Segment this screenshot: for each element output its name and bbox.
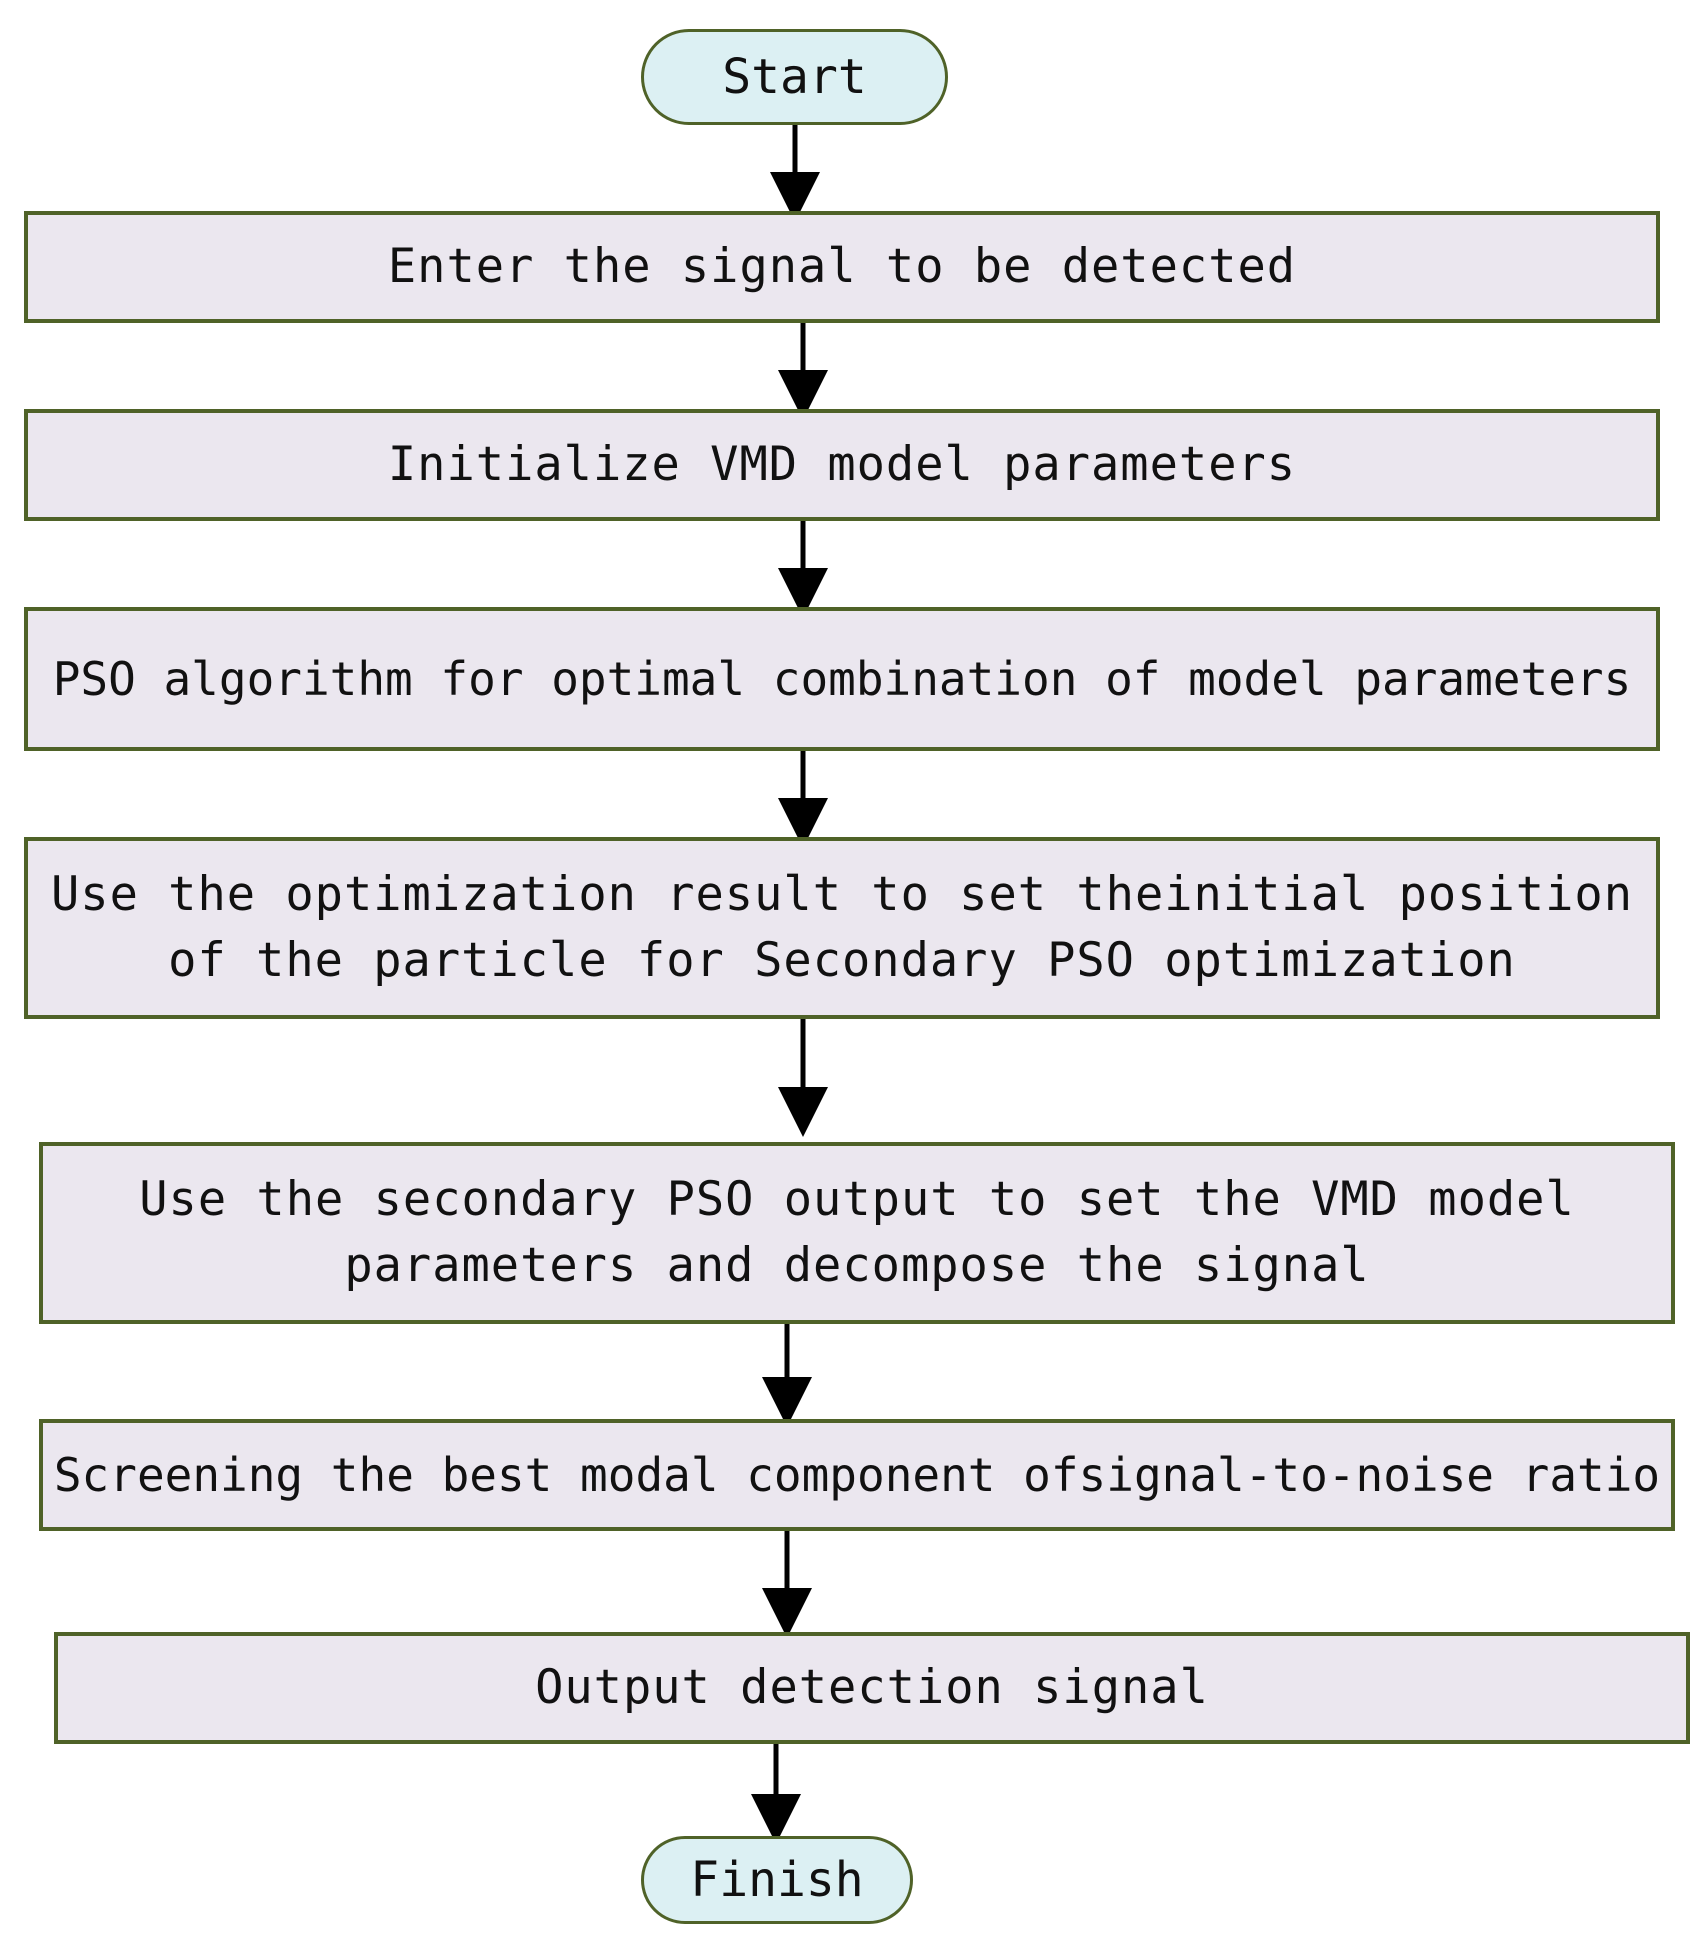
step-enter-signal-label: Enter the signal to be detected xyxy=(387,239,1297,294)
finish-label: Finish xyxy=(690,1852,864,1908)
step-set-initial-position-label: Use the optimization result to set thein… xyxy=(50,867,1633,988)
step-output-signal: Output detection signal xyxy=(54,1632,1690,1744)
step-initialize-vmd-label: Initialize VMD model parameters xyxy=(387,437,1297,492)
step-decompose-signal: Use the secondary PSO output to set the … xyxy=(39,1142,1675,1324)
step-screening-modal: Screening the best modal component ofsig… xyxy=(39,1419,1675,1531)
step-pso-algorithm: PSO algorithm for optimal combination of… xyxy=(24,607,1660,751)
step-decompose-signal-label: Use the secondary PSO output to set the … xyxy=(139,1172,1575,1293)
step-pso-algorithm-label: PSO algorithm for optimal combination of… xyxy=(52,652,1632,706)
step-enter-signal: Enter the signal to be detected xyxy=(24,211,1660,323)
finish-terminal: Finish xyxy=(641,1836,913,1924)
start-label: Start xyxy=(722,49,867,105)
step-screening-modal-label: Screening the best modal component ofsig… xyxy=(53,1448,1661,1502)
step-initialize-vmd: Initialize VMD model parameters xyxy=(24,409,1660,521)
step-output-signal-label: Output detection signal xyxy=(535,1660,1209,1715)
start-terminal: Start xyxy=(641,29,948,125)
step-set-initial-position: Use the optimization result to set thein… xyxy=(24,837,1660,1019)
